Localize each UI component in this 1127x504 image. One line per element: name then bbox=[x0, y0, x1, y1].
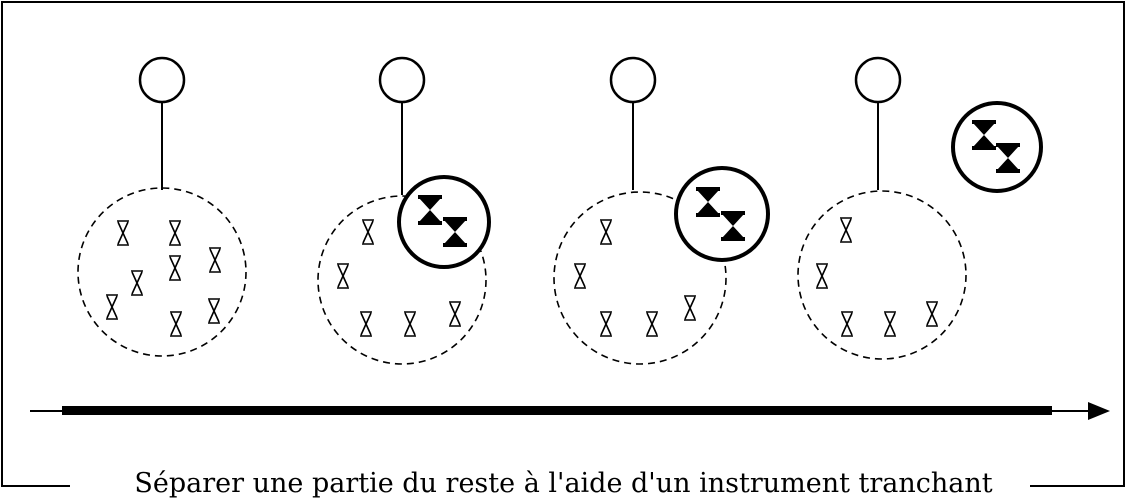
item-icon bbox=[209, 248, 221, 272]
item-icon bbox=[362, 220, 374, 244]
item-icon bbox=[169, 221, 181, 245]
item-icon bbox=[360, 312, 372, 336]
item-icon bbox=[926, 302, 938, 326]
item-icon bbox=[117, 221, 129, 245]
item-icon bbox=[600, 220, 612, 244]
item-icon bbox=[131, 271, 143, 295]
stage-1 bbox=[78, 58, 246, 356]
item-icon bbox=[884, 312, 896, 336]
top-node-3 bbox=[611, 58, 655, 102]
stage-2 bbox=[318, 58, 489, 364]
big-item-circle-2 bbox=[399, 177, 489, 267]
item-icon bbox=[684, 296, 696, 320]
item-icon bbox=[170, 312, 182, 336]
item-icon bbox=[208, 299, 220, 323]
top-node-1 bbox=[140, 58, 184, 102]
item-icon bbox=[600, 312, 612, 336]
item-icon bbox=[840, 218, 852, 242]
item-icon bbox=[449, 302, 461, 326]
stage-3 bbox=[554, 58, 768, 364]
timeline-arrow bbox=[30, 402, 1110, 420]
item-icon bbox=[646, 312, 658, 336]
item-icon bbox=[841, 312, 853, 336]
item-icon bbox=[404, 312, 416, 336]
item-icon bbox=[816, 264, 828, 288]
top-node-4 bbox=[856, 58, 900, 102]
stage-4 bbox=[798, 58, 1041, 359]
item-icon bbox=[106, 295, 118, 319]
item-icon bbox=[574, 264, 586, 288]
top-node-2 bbox=[380, 58, 424, 102]
item-icon bbox=[169, 256, 181, 280]
item-icon bbox=[337, 264, 349, 288]
